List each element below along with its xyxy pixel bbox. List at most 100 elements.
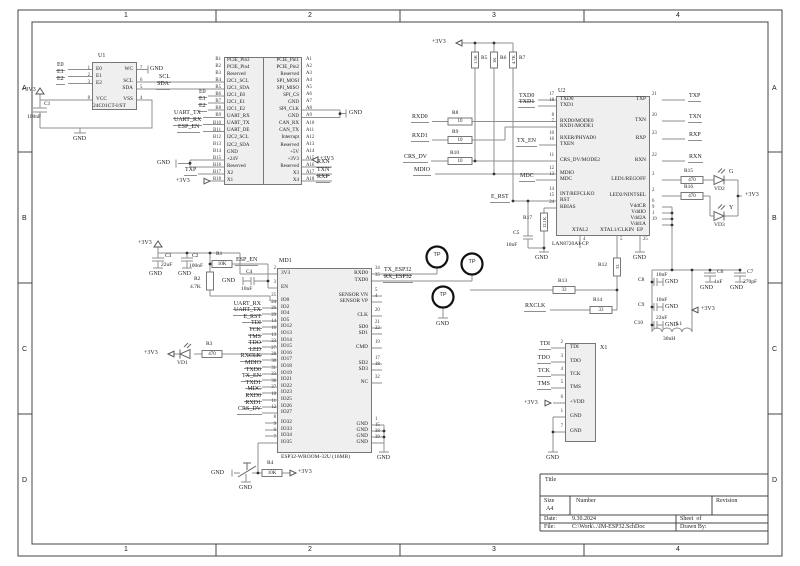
- pin-number: 15: [375, 422, 380, 428]
- pin-number: A10: [306, 120, 315, 126]
- pin-name: SENSOR VP: [339, 298, 368, 304]
- ground-label: GND: [700, 285, 713, 291]
- designator: R3: [206, 341, 213, 347]
- pin-number: B12: [213, 134, 221, 140]
- pin-number: 16: [549, 136, 554, 142]
- pin-name: SPI_CLK: [279, 107, 299, 113]
- pin-number: 32: [375, 374, 380, 380]
- pin-number: 5: [375, 287, 378, 293]
- net-label: E0: [56, 62, 65, 71]
- pin-name: IO19: [281, 370, 292, 376]
- net-label: UART_RX: [232, 301, 262, 310]
- pin-name: GND: [356, 439, 368, 445]
- pin-number: A15: [306, 155, 315, 161]
- sheet-column-number: 4: [676, 12, 680, 19]
- capacitor-and-ground-symbols: [33, 65, 746, 483]
- pin-number: 6: [273, 427, 276, 433]
- pin-name: UART_RX: [227, 114, 250, 120]
- pin-number: B16: [213, 163, 221, 169]
- sheet-column-number: 3: [492, 546, 496, 553]
- resistor-value: 1K: [491, 57, 497, 63]
- resistor-icons: [201, 51, 704, 477]
- pin-name: Reserved: [227, 163, 246, 169]
- pin-name: TDO: [570, 358, 581, 364]
- value-label: 100nF: [189, 263, 204, 269]
- pin-number: 25: [643, 237, 648, 242]
- ground-label: GND: [150, 66, 163, 72]
- ground-label: GND: [665, 322, 678, 328]
- ground-label: GND: [665, 304, 678, 310]
- designator: R4: [267, 460, 274, 466]
- resistor-value: 1.5K: [472, 55, 478, 65]
- button-icon: [237, 462, 257, 478]
- sheet-column-number: 2: [308, 546, 312, 553]
- power-label: +3V3: [320, 156, 334, 162]
- value-label: 10nF: [656, 297, 668, 303]
- testpoint-label: TP: [468, 259, 476, 265]
- pin-name: IO15: [281, 343, 292, 349]
- designator: R15: [684, 168, 694, 174]
- net-label: UART_TX: [233, 307, 262, 316]
- net-label: CRS_DV: [403, 154, 429, 163]
- pin-name: RST: [560, 197, 570, 203]
- net-label: MDIO: [413, 167, 431, 176]
- net-label: TMS: [536, 381, 551, 390]
- pin-name: IO17: [281, 356, 292, 362]
- pin-number: 25: [271, 292, 276, 298]
- revision-label: Revision: [716, 498, 738, 504]
- power-arrow-icons: [35, 39, 699, 477]
- designator: R10: [450, 149, 460, 156]
- date-value: 9.30.2024: [572, 516, 596, 522]
- pin-number: 17: [375, 355, 380, 361]
- pin-name: LED1/REGOFF: [611, 176, 646, 182]
- net-label: SDA: [156, 81, 171, 91]
- pin-number: 18: [549, 97, 554, 103]
- designator: C1: [44, 101, 51, 107]
- pin-name: IO18: [281, 363, 292, 369]
- designator: C2: [192, 253, 199, 259]
- ic-u2-partno: LAN8720AI-CP: [552, 241, 589, 247]
- pin-number: 35: [375, 272, 380, 278]
- pin-name: SD0: [358, 324, 368, 330]
- ground-label: GND: [222, 278, 235, 284]
- pin-number: A14: [306, 148, 315, 154]
- led-icons: [178, 168, 726, 360]
- ic-esp-refdes: MD1: [279, 258, 292, 264]
- pin-name: VddIO: [631, 209, 646, 215]
- pin-number: A16: [306, 163, 315, 169]
- pin-name: EP: [636, 227, 644, 233]
- size-label: Size: [544, 498, 555, 504]
- junction-dots: [185, 41, 742, 475]
- pin-name: SPI_MISO: [276, 85, 299, 91]
- ground-label: GND: [211, 470, 224, 476]
- designator: VD3: [714, 222, 725, 228]
- net-label: TXN: [688, 114, 703, 123]
- pin-number: 28: [271, 351, 276, 357]
- net-label: MDIO: [244, 360, 262, 369]
- pin-name: I2C1_SDA: [227, 85, 250, 91]
- pin-number: 13: [271, 332, 276, 338]
- file-value: C:\Work\..\IM-ESP32.SchDoc: [572, 524, 646, 530]
- pin-name: RXD0/MODE0: [560, 117, 594, 124]
- pin-name: PCIE_Pin2: [276, 64, 299, 70]
- net-label: RXD0: [244, 393, 262, 402]
- pin-number: B17: [213, 170, 221, 176]
- pin-number: 33: [271, 371, 276, 377]
- power-label: +3V3: [701, 306, 715, 312]
- pin-name: I2C1_E1: [227, 100, 246, 106]
- pin-name: MDIO: [560, 170, 575, 176]
- designator: R2: [194, 276, 201, 282]
- pin-number: 4: [560, 366, 563, 372]
- pin-number: A9: [306, 113, 312, 119]
- sheet-row-letter: A: [772, 85, 777, 92]
- net-label: RXN: [688, 154, 703, 163]
- net-label: RXP: [316, 174, 330, 183]
- pin-number: B4: [215, 77, 221, 83]
- designator: L1: [676, 321, 683, 327]
- pin-name: XTAL2: [571, 227, 589, 233]
- pin-number: 34: [375, 265, 380, 271]
- net-label: UART_TX: [173, 110, 202, 119]
- net-label: TDO: [247, 340, 262, 349]
- pin-number: 24: [271, 299, 276, 305]
